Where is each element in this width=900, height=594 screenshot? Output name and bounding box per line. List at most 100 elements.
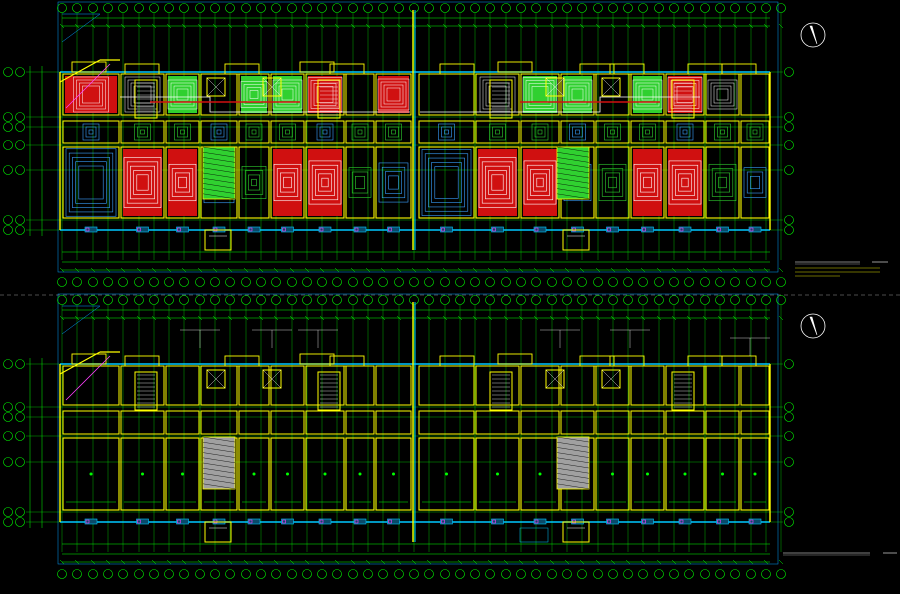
grid-bubble-icon: [348, 3, 358, 13]
heating-coil: [173, 85, 192, 104]
room-wall: [665, 410, 705, 435]
dimension-tick: [411, 559, 417, 565]
room-wall: [375, 73, 412, 116]
grid-bubble-icon: [593, 569, 603, 579]
dimension-tick: [258, 315, 264, 321]
grid-bubble-icon: [784, 112, 794, 122]
dimension-tick: [686, 267, 692, 273]
grid-bubble-icon: [784, 165, 794, 175]
heating-coil: [133, 170, 152, 195]
heating-coil: [679, 126, 691, 138]
hatch-line: [202, 172, 236, 179]
dimension-tick: [487, 267, 493, 273]
shaft-cross: [262, 77, 282, 97]
shaft-cross: [262, 369, 282, 389]
room-wall: [305, 410, 345, 435]
dimension-tick: [334, 315, 340, 321]
heating-coil: [715, 172, 730, 193]
shaft-box: [206, 369, 226, 389]
grid-bubble-icon: [638, 277, 648, 287]
dimension-tick: [365, 559, 371, 565]
dimension-tick: [579, 559, 585, 565]
grid-bubble-icon: [363, 569, 373, 579]
shaft-cross: [601, 369, 621, 389]
dimension-tick: [549, 23, 555, 29]
heating-zone-fill: [65, 76, 117, 113]
grid-bubble-icon: [149, 3, 159, 13]
balcony: [439, 63, 475, 75]
room-wall: [305, 437, 345, 511]
room-wall: [520, 410, 560, 435]
entrance-bay: [204, 521, 232, 543]
heating-coil: [562, 79, 593, 110]
grid-bubble-icon: [577, 3, 587, 13]
grid-bubble-icon: [3, 122, 13, 132]
dimension-tick: [533, 559, 539, 565]
stair-core: [134, 371, 158, 411]
dimension-tick: [625, 315, 631, 321]
room-wall: [238, 146, 270, 219]
dimension-tick: [197, 559, 203, 565]
grid-bubble-icon: [730, 295, 740, 305]
room-label-marker: [89, 472, 93, 476]
grid-bubble-icon: [577, 569, 587, 579]
room-wall: [120, 410, 165, 435]
grid-bubble-icon: [271, 3, 281, 13]
dimension-tick: [319, 559, 325, 565]
dimension-tick: [197, 267, 203, 273]
room-wall: [418, 410, 475, 435]
room-wall: [705, 437, 740, 511]
window-sill: [354, 227, 359, 232]
heating-coil: [598, 163, 627, 202]
shaft-box: [601, 369, 621, 389]
dimension-tick: [212, 267, 218, 273]
grid-bubble-icon: [654, 295, 664, 305]
grid-bubble-icon: [485, 3, 495, 13]
heating-coil: [174, 123, 191, 141]
heating-coil: [489, 123, 506, 141]
dimension-tick: [380, 315, 386, 321]
grid-bubble-icon: [623, 569, 633, 579]
room-wall: [120, 120, 165, 144]
grid-bubble-icon: [15, 402, 25, 412]
heating-coil: [714, 123, 731, 141]
window: [136, 518, 149, 525]
dimension-tick: [579, 23, 585, 29]
upper-floor-heating-plan: [3, 1, 794, 287]
grid-bubble-icon: [455, 277, 465, 287]
heating-coil: [388, 175, 399, 190]
dimension-tick: [212, 23, 218, 29]
dimension-tick: [702, 315, 708, 321]
dimension-tick: [380, 267, 386, 273]
heating-coil: [75, 161, 107, 204]
balcony: [721, 63, 757, 75]
grid-bubble-icon: [409, 569, 419, 579]
heating-coil: [82, 85, 100, 104]
window-sill: [607, 227, 611, 232]
stair-core: [489, 79, 513, 119]
dimension-tick: [472, 267, 478, 273]
heating-coil: [488, 170, 507, 195]
dimension-tick: [426, 267, 432, 273]
heating-coil: [537, 129, 543, 135]
plan-boundary: [57, 293, 779, 565]
dimension-tick: [671, 23, 677, 29]
dimension-tick: [763, 23, 769, 29]
grid-bubble-icon: [241, 295, 251, 305]
balcony: [71, 353, 107, 365]
grid-bubble-icon: [784, 412, 794, 422]
grid-bubble-icon: [134, 569, 144, 579]
dimension-tick: [564, 23, 570, 29]
balcony: [71, 61, 107, 73]
grid-bubble-icon: [3, 140, 13, 150]
heating-coil: [280, 172, 295, 193]
room-label-marker: [445, 472, 448, 476]
heating-coil: [569, 123, 586, 141]
dimension-tick: [273, 315, 279, 321]
window: [678, 518, 692, 525]
heating-coil: [140, 129, 145, 135]
room-wall: [270, 437, 305, 511]
dimension-tick: [212, 559, 218, 565]
heating-coil: [749, 126, 761, 138]
room-label-marker: [392, 472, 395, 476]
